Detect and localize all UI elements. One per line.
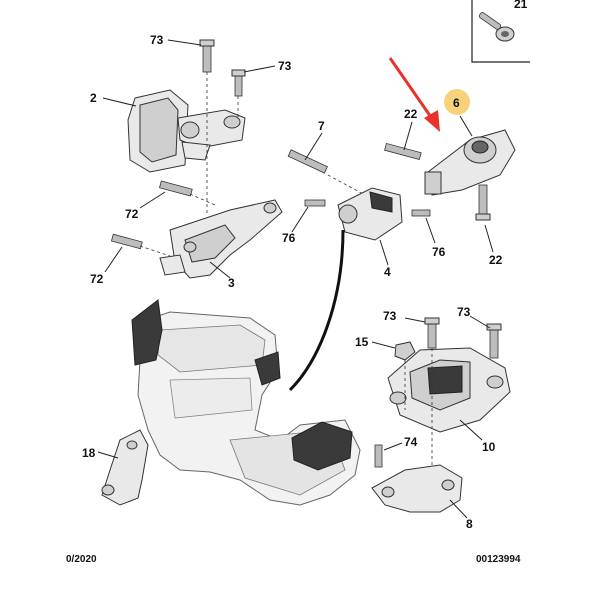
bolt-73d: [486, 323, 502, 359]
callout-73a: 73: [150, 33, 164, 47]
nut-15: [394, 341, 416, 361]
callout-3: 3: [228, 276, 235, 290]
bolt-22a: [384, 142, 422, 161]
bolt-76a: [304, 199, 326, 207]
callout-76b: 76: [432, 245, 446, 259]
bolt-22b: [475, 184, 491, 221]
part-8-bracket: [371, 464, 463, 513]
red-arrow-icon: [388, 57, 440, 132]
part-18-bracket: [101, 429, 149, 506]
link-curve: [288, 229, 345, 392]
callout-73d: 73: [457, 305, 471, 319]
callout-22a: 22: [404, 107, 418, 121]
highlight-badge: [444, 89, 470, 115]
callout-18: 18: [82, 446, 96, 460]
footer-ref: 00123994: [476, 554, 521, 565]
part-3-bracket: [159, 199, 283, 279]
callout-22b: 22: [489, 253, 503, 267]
callout-72a: 72: [125, 207, 139, 221]
callout-21: 21: [514, 0, 528, 11]
callout-74: 74: [404, 435, 418, 449]
callout-15: 15: [355, 335, 369, 349]
engine-assembly: [131, 299, 361, 506]
inset-box-21: 21: [471, 0, 530, 63]
callout-10: 10: [482, 440, 496, 454]
screw-icon: [478, 12, 515, 42]
bolt-73a: [199, 39, 215, 73]
part-10-mount: [387, 347, 511, 433]
bolt-72a: [159, 180, 193, 197]
callout-76a: 76: [282, 231, 296, 245]
bolt-74: [374, 444, 383, 468]
callout-73c: 73: [383, 309, 397, 323]
callout-7: 7: [318, 119, 325, 133]
leader-lines: [97, 39, 494, 519]
callout-2: 2: [90, 91, 97, 105]
callout-4: 4: [384, 265, 391, 279]
bolt-73b: [231, 69, 246, 97]
bolt-7: [287, 149, 328, 174]
part-4-support: [337, 187, 403, 241]
bolt-73c: [424, 317, 440, 349]
callout-72b: 72: [90, 272, 104, 286]
callout-8: 8: [466, 517, 473, 531]
bolt-76b: [411, 209, 431, 217]
callout-6: 6: [453, 96, 460, 110]
callout-73b: 73: [278, 59, 292, 73]
part-6-mount: [424, 129, 516, 196]
part-2-bracket: [127, 89, 246, 173]
footer-date: 0/2020: [66, 554, 97, 565]
bolt-72b: [110, 233, 143, 250]
